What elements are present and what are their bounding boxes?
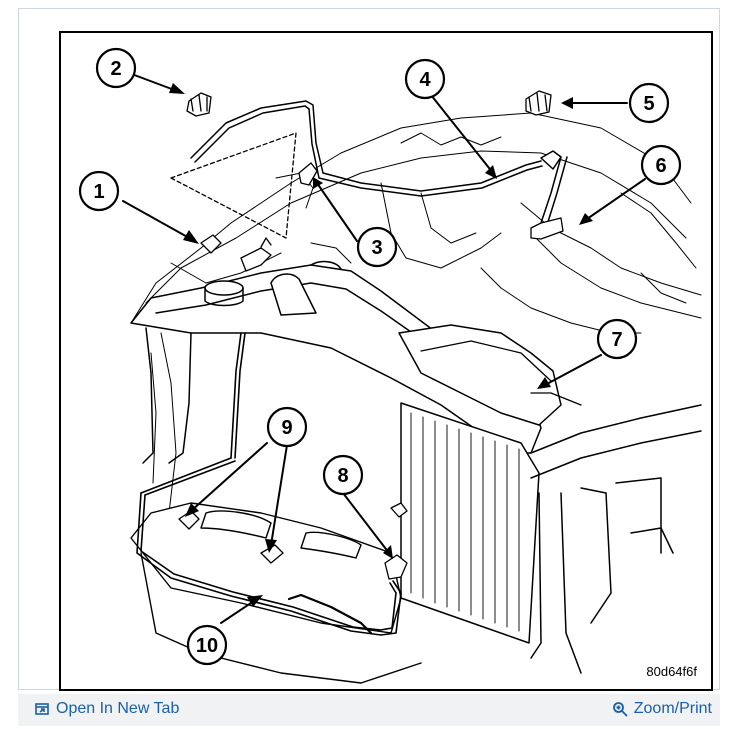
callout-label: 10 bbox=[196, 635, 218, 657]
callout-circles bbox=[78, 47, 682, 666]
callout-label: 9 bbox=[281, 417, 292, 439]
parts-diagram: 2 1 3 4 5 6 7 8 9 10 80d64f6f bbox=[59, 31, 713, 691]
magnifier-icon bbox=[612, 701, 628, 717]
lower-panel bbox=[130, 502, 422, 684]
callout-10 bbox=[186, 624, 228, 666]
condenser bbox=[398, 324, 582, 644]
open-new-tab-label: Open In New Tab bbox=[56, 700, 180, 717]
callout-numbers: 2 1 3 4 5 6 7 8 9 10 bbox=[93, 58, 666, 657]
image-toolbar: Open In New Tab Zoom/Print bbox=[18, 694, 720, 726]
callout-7 bbox=[596, 318, 638, 360]
callout-2 bbox=[95, 47, 137, 89]
mounting-area-outline bbox=[170, 132, 297, 239]
fender bbox=[530, 404, 702, 674]
leader-lines bbox=[122, 72, 646, 624]
callout-label: 3 bbox=[371, 237, 382, 259]
clips-and-fittings bbox=[178, 90, 564, 580]
callout-label: 6 bbox=[655, 155, 666, 177]
cooler-line-lower bbox=[136, 332, 402, 636]
callout-6 bbox=[640, 144, 682, 186]
open-new-tab-link[interactable]: Open In New Tab bbox=[34, 700, 179, 718]
image-id-label: 80d64f6f bbox=[646, 664, 697, 679]
callout-label: 5 bbox=[643, 93, 654, 115]
callout-label: 2 bbox=[110, 58, 121, 80]
callout-label: 7 bbox=[611, 329, 622, 351]
zoom-print-label: Zoom/Print bbox=[633, 700, 712, 717]
callout-label: 4 bbox=[419, 69, 431, 91]
callout-3 bbox=[356, 226, 398, 268]
callout-9 bbox=[266, 406, 308, 448]
arrow-heads bbox=[169, 83, 593, 607]
coolant-cap bbox=[204, 280, 244, 307]
diagram-artwork: 2 1 3 4 5 6 7 8 9 10 bbox=[78, 47, 702, 684]
open-new-tab-icon bbox=[34, 701, 50, 717]
callout-label: 1 bbox=[93, 181, 104, 203]
callout-8 bbox=[322, 454, 364, 496]
diagram-frame: 2 1 3 4 5 6 7 8 9 10 80d64f6f bbox=[18, 8, 720, 691]
callout-4 bbox=[404, 58, 446, 100]
callout-1 bbox=[78, 170, 120, 212]
callout-label: 8 bbox=[337, 465, 348, 487]
zoom-print-link[interactable]: Zoom/Print bbox=[612, 700, 712, 718]
callout-5 bbox=[628, 82, 670, 124]
